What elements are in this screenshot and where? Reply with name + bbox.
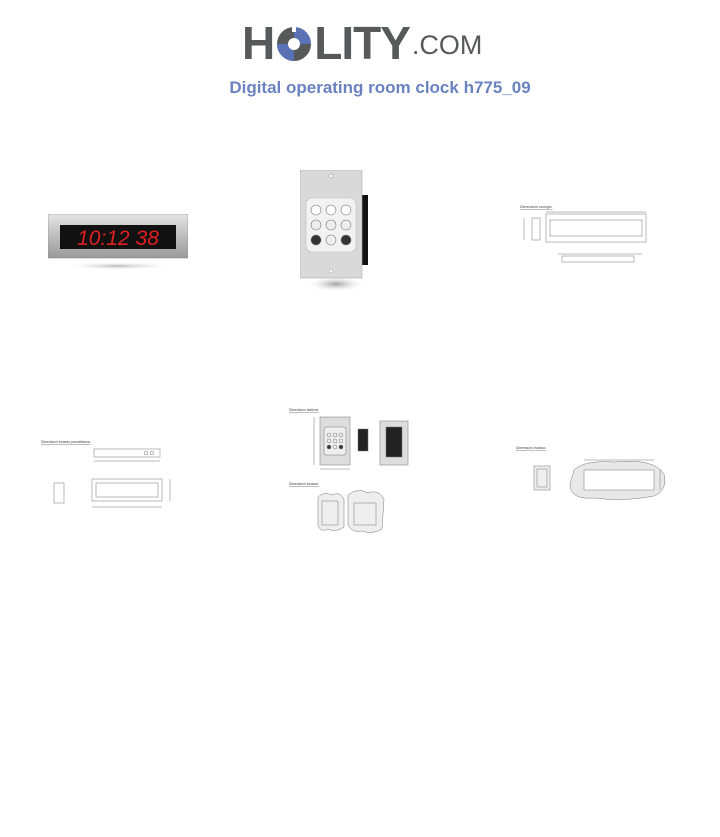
clock-display-text: 10:12 38 — [77, 227, 159, 250]
logo-letters: LITY — [314, 17, 411, 69]
logo-o-mark-icon — [274, 20, 314, 66]
logo-suffix: .COM — [411, 30, 483, 60]
page-title: Digital operating room clock h775_09 — [229, 78, 531, 97]
product-image-keypad[interactable] — [299, 169, 370, 295]
drawing-1-caption: Dimensioni orologio: — [520, 205, 553, 209]
technical-drawing-keypad-dimensions[interactable]: Dimensioni tastiera: Dimensioni incasso: — [288, 405, 416, 533]
product-image-clock[interactable]: 10:12 38 — [47, 213, 189, 270]
technical-drawing-clock-dimensions[interactable]: Dimensioni orologio: — [518, 202, 650, 268]
drawing-4-caption: Dimensioni incasso: — [516, 446, 546, 450]
logo-wordmark: H LITY — [242, 17, 411, 69]
drawing-2-caption: Dimensioni incasso pannellatura: — [41, 440, 91, 444]
logo-letter-h: H — [242, 17, 275, 69]
keypad-icon — [299, 169, 368, 292]
drawing-3-caption-top: Dimensioni tastiera: — [289, 408, 319, 412]
technical-drawing-recess-dimensions[interactable]: Dimensioni incasso: — [514, 444, 666, 502]
holity-logo[interactable]: H LITY .COM — [242, 10, 482, 66]
drawing-3-caption-bottom: Dimensioni incasso: — [289, 482, 319, 486]
technical-drawing-panel-mounting[interactable]: Dimensioni incasso pannellatura: — [40, 437, 178, 513]
digital-clock-icon: 10:12 38 — [47, 213, 189, 270]
